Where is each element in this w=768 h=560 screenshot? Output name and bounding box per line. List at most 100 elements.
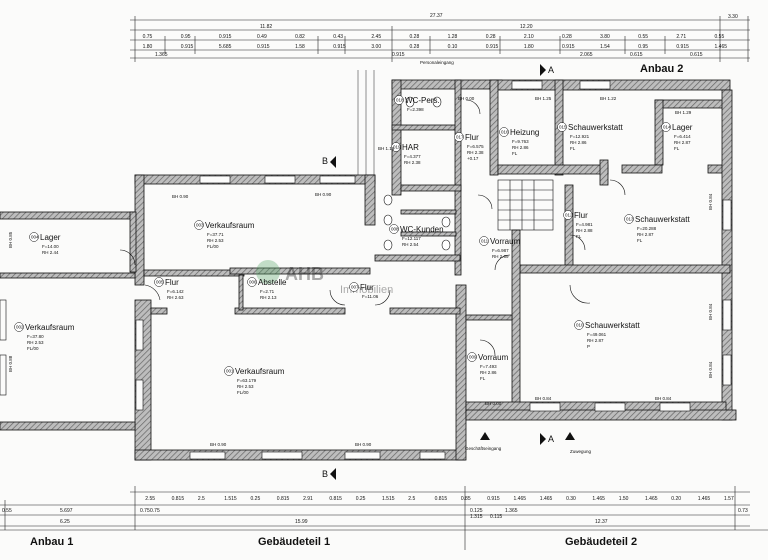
room-number: 018 bbox=[396, 98, 404, 103]
dimension-value: 1.57 bbox=[724, 496, 734, 502]
bh-label: BH 0.84 bbox=[708, 193, 713, 210]
dimension-value: 2.71 bbox=[676, 34, 686, 40]
dimension-value: 0.915 bbox=[219, 34, 232, 40]
room-name: Vorraum bbox=[490, 237, 521, 246]
dimension-value: 0.30 bbox=[566, 496, 576, 502]
dimension-value: 0.28 bbox=[410, 44, 420, 50]
section-label-a-bottom: A bbox=[548, 434, 554, 444]
room-area: F=9.763 bbox=[512, 139, 529, 144]
anbau1-label: Anbau 1 bbox=[30, 536, 73, 548]
room-number-circle bbox=[349, 282, 359, 292]
dim-bottom-gt1: 15.99 bbox=[295, 519, 308, 525]
dimension-value: 0.915 bbox=[333, 44, 346, 50]
bh-label: BH 0.84 bbox=[708, 303, 713, 320]
geschaeftseingang-label: Geschäftseingang bbox=[465, 446, 502, 451]
room-area: F=6.987 bbox=[492, 248, 509, 253]
room-number-circle bbox=[394, 95, 404, 105]
room-area: F=37.80 bbox=[27, 334, 44, 339]
bh-label: BH 0.84 bbox=[708, 361, 713, 378]
room-floor: FL bbox=[674, 146, 680, 151]
top-dimension-lines bbox=[130, 16, 750, 62]
room-number-circle bbox=[391, 142, 401, 152]
dimension-value: 0.28 bbox=[486, 34, 496, 40]
windows bbox=[0, 80, 732, 460]
section-label-b-bottom: B bbox=[322, 469, 328, 479]
room-area: F=63.179 bbox=[237, 378, 257, 383]
dimension-value: 2.5 bbox=[408, 496, 415, 502]
room-name: Vorraum bbox=[478, 353, 509, 362]
room-number: 013 bbox=[626, 217, 634, 222]
dimension-value: 1.465 bbox=[514, 496, 527, 502]
dimension-value: 0.815 bbox=[435, 496, 448, 502]
room-number: 003 bbox=[196, 223, 204, 228]
room-number-circle bbox=[389, 224, 399, 234]
dimension-value: 0.28 bbox=[562, 34, 572, 40]
bh-label: BH 1.22 bbox=[600, 96, 617, 101]
bh-label: BH 0.84 bbox=[535, 396, 552, 401]
dimension-value: 0.95 bbox=[638, 44, 648, 50]
room-name: WC-Pers. bbox=[405, 96, 440, 105]
dimension-value: 1.465 bbox=[540, 496, 553, 502]
room-height: RH 2.53 bbox=[237, 384, 254, 389]
dim-top-b: 12.20 bbox=[520, 24, 533, 30]
dimension-value: 0.815 bbox=[329, 496, 342, 502]
room-number-circle bbox=[29, 232, 39, 242]
section-arrow-b-top bbox=[330, 156, 336, 168]
left-vertical-dims bbox=[357, 70, 375, 175]
room-height: RH 2.38 bbox=[467, 150, 484, 155]
room-number: 011 bbox=[481, 239, 489, 244]
room-floor: FL/00 bbox=[237, 390, 249, 395]
room-number-circle bbox=[557, 122, 567, 132]
room-area: F=37.71 bbox=[207, 232, 224, 237]
dimension-value: 0.25 bbox=[251, 496, 261, 502]
bh-label: BH 0.90 bbox=[210, 442, 227, 447]
section-arrow-a-bottom bbox=[540, 433, 546, 445]
dimension-value: 1.465 bbox=[715, 44, 728, 50]
room-number-circle bbox=[661, 122, 671, 132]
door-swings bbox=[119, 99, 626, 356]
dimension-value: 0.25 bbox=[356, 496, 366, 502]
room-name: Heizung bbox=[510, 128, 539, 137]
room-name: Flur bbox=[165, 278, 179, 287]
dim-bottom-anbau1-total: 6.25 bbox=[60, 519, 70, 525]
dim-top-c: 3.30 bbox=[728, 14, 738, 20]
room-number-circle bbox=[247, 277, 257, 287]
room-name: Lager bbox=[672, 123, 693, 132]
room-number-circle bbox=[574, 320, 584, 330]
bh-label: BH 1.25 bbox=[535, 96, 552, 101]
room-height: RH 2.87 bbox=[637, 232, 654, 237]
room-height: RH 2.69 bbox=[492, 254, 509, 259]
dimension-value: 2.91 bbox=[303, 496, 313, 502]
dimension-value: 1.465 bbox=[698, 496, 711, 502]
dimension-value: 1.28 bbox=[448, 34, 458, 40]
dimension-value: 3.80 bbox=[600, 34, 610, 40]
bh-label: BH 0.90 bbox=[315, 192, 332, 197]
dim-bottom-left-b: 0.75 bbox=[140, 508, 150, 514]
dimension-value: 0.85 bbox=[461, 496, 471, 502]
room-number: 007 bbox=[351, 285, 359, 290]
room-height: RH 2.53 bbox=[207, 238, 224, 243]
entrance-arrow bbox=[480, 432, 490, 440]
zuwegung-arrow bbox=[565, 432, 575, 440]
dimension-value: 0.915 bbox=[392, 52, 405, 58]
room-height: RH 2.54 bbox=[402, 242, 419, 247]
dimension-value: 0.75 bbox=[150, 508, 160, 514]
dimension-value: 0.615 bbox=[630, 52, 643, 58]
section-label-a-top: A bbox=[548, 65, 554, 75]
room-number-circle bbox=[563, 210, 573, 220]
room-name: Flur bbox=[574, 211, 588, 220]
dim-bottom-gt2: 12.37 bbox=[595, 519, 608, 525]
dimension-value: 1.80 bbox=[524, 44, 534, 50]
room-floor: FL/00 bbox=[207, 244, 219, 249]
room-area: F=14.00 bbox=[42, 244, 59, 249]
room-number-circle bbox=[224, 366, 234, 376]
